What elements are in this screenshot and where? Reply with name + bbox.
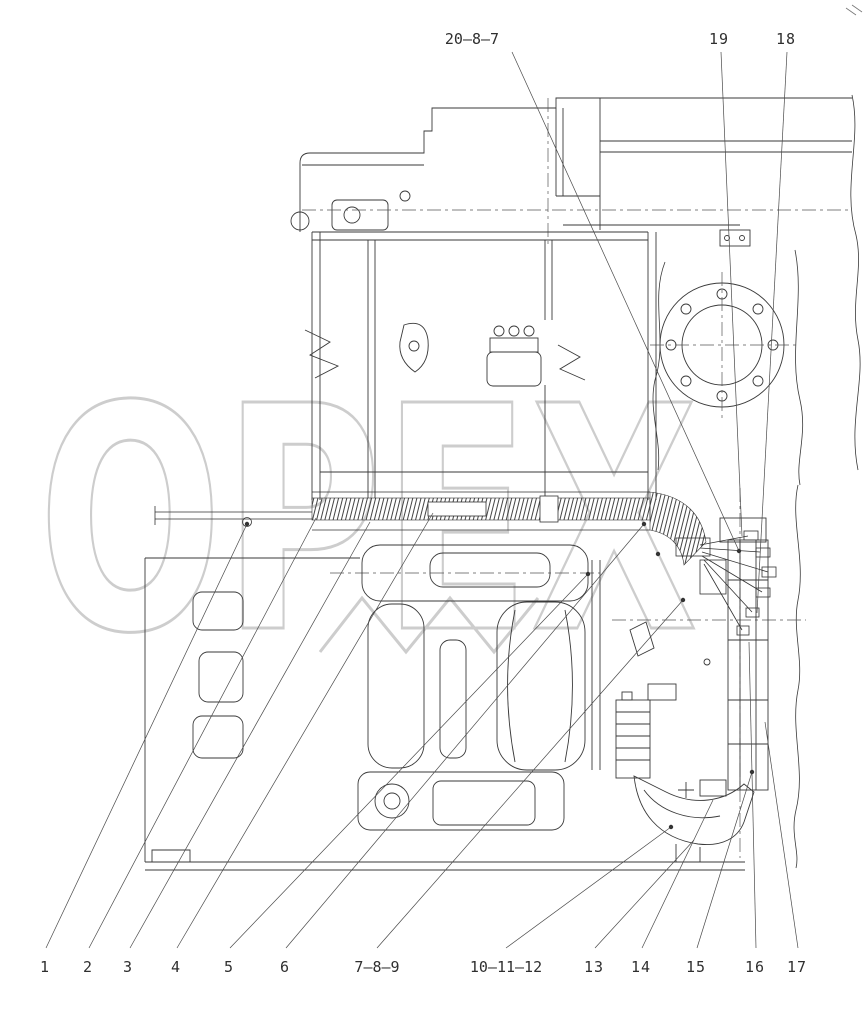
leader-line-3	[129, 521, 371, 949]
machine-body	[144, 231, 745, 871]
leader-line-6	[285, 523, 645, 949]
leader-line-2	[88, 517, 317, 949]
callout-17: 17	[786, 958, 808, 976]
leader-line-19	[720, 51, 743, 537]
right-bracket-assembly	[615, 517, 769, 862]
leader-line-5	[229, 573, 589, 949]
torn-edges	[652, 94, 861, 869]
leader-line-1	[45, 523, 248, 949]
corner-mark	[845, 4, 863, 16]
watermark-swoosh	[318, 595, 540, 655]
leader-line-15	[696, 771, 753, 949]
callout-16: 16	[744, 958, 766, 976]
leader-line-10-11-12	[505, 826, 672, 949]
callout-1: 1	[39, 958, 51, 976]
callout-13: 13	[583, 958, 605, 976]
leader-line-16	[748, 641, 757, 949]
callout-2: 2	[82, 958, 94, 976]
callout-top-18: 18	[775, 30, 797, 48]
leader-line-13	[594, 839, 695, 949]
callout-6: 6	[279, 958, 291, 976]
leader-line-4	[176, 512, 434, 949]
leader-line-14	[641, 799, 714, 949]
top-frame	[290, 97, 852, 247]
callout-3: 3	[122, 958, 134, 976]
leader-lines	[45, 51, 799, 949]
leader-line-7-8-9	[376, 599, 684, 949]
leader-line-20-8-7	[511, 51, 740, 552]
wiring-harness	[154, 491, 777, 636]
leader-line-18	[756, 51, 788, 614]
leader-line-17	[764, 721, 799, 949]
callout-dots	[244, 521, 755, 830]
callout-15: 15	[685, 958, 707, 976]
callout-10-11-12: 10—11—12	[469, 958, 543, 976]
callout-top-20-8-7: 20—8—7	[444, 30, 500, 48]
callout-7-8-9: 7—8—9	[354, 958, 400, 976]
callout-14: 14	[630, 958, 652, 976]
callout-5: 5	[223, 958, 235, 976]
callout-4: 4	[170, 958, 182, 976]
callout-top-19: 19	[708, 30, 730, 48]
